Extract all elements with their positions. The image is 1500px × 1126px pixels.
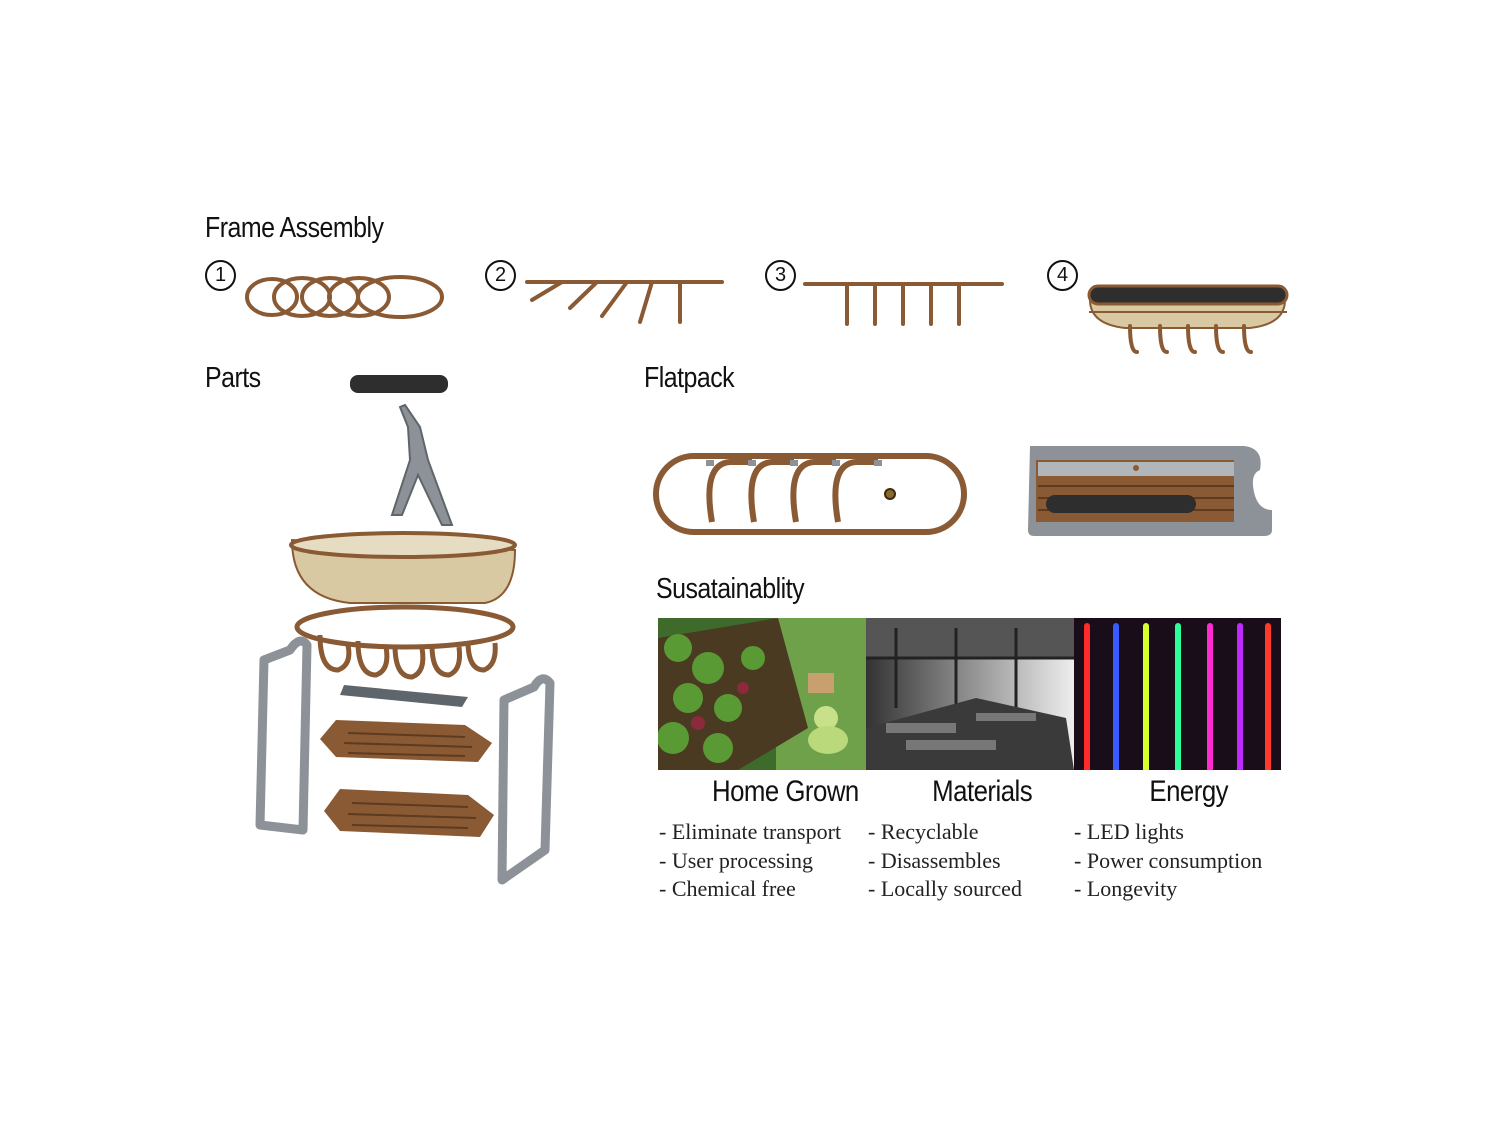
energy-list: LED lights Power consumption Longevity	[1074, 818, 1262, 904]
step-3-rail-ribs-illustration	[803, 282, 1004, 326]
rib-cage-part	[294, 604, 516, 680]
parts-title: Parts	[205, 362, 261, 394]
list-item: Longevity	[1074, 875, 1262, 904]
home-grown-garden-photo	[658, 618, 866, 770]
materials-title: Materials	[932, 775, 1033, 808]
step-2-rail-ribs-illustration	[525, 280, 724, 324]
step-4-assembled-basin-illustration	[1087, 284, 1289, 354]
flatpack-rings-illustration	[653, 453, 967, 535]
step-number-4: 4	[1047, 260, 1078, 291]
left-side-frame-part	[255, 636, 312, 835]
list-item: Power consumption	[1074, 847, 1262, 876]
parts-exploded-view-illustration	[255, 375, 555, 885]
home-grown-title: Home Grown	[711, 775, 859, 808]
home-grown-list: Eliminate transport User processing Chem…	[659, 818, 841, 904]
arm-stand-part	[390, 403, 454, 526]
light-bar-part	[350, 375, 448, 393]
lower-shelf-part	[324, 789, 494, 837]
list-item: Eliminate transport	[659, 818, 841, 847]
list-item: Disassembles	[868, 847, 1022, 876]
step-number-3: 3	[765, 260, 796, 291]
list-item: User processing	[659, 847, 841, 876]
energy-led-lights-photo	[1074, 618, 1281, 770]
list-item: Recyclable	[868, 818, 1022, 847]
materials-workshop-photo	[866, 618, 1074, 770]
frame-assembly-title: Frame Assembly	[205, 212, 384, 244]
step-number-2: 2	[485, 260, 516, 291]
upper-shelf-part	[320, 720, 492, 762]
right-side-frame-part	[497, 674, 555, 885]
energy-title: Energy	[1149, 775, 1229, 808]
list-item: Locally sourced	[868, 875, 1022, 904]
list-item: LED lights	[1074, 818, 1262, 847]
connector-bar-part	[340, 685, 468, 707]
list-item: Chemical free	[659, 875, 841, 904]
flatpack-title: Flatpack	[644, 362, 735, 394]
led-tubes-image	[1074, 618, 1281, 770]
flatpack-tray-illustration	[1028, 446, 1272, 536]
sustainability-title: Susatainablity	[656, 573, 805, 605]
workshop-scene-image	[866, 618, 1074, 770]
garden-scene-image	[658, 618, 866, 770]
step-number-1: 1	[205, 260, 236, 291]
materials-list: Recyclable Disassembles Locally sourced	[868, 818, 1022, 904]
step-1-oval-rings-illustration	[245, 275, 444, 319]
